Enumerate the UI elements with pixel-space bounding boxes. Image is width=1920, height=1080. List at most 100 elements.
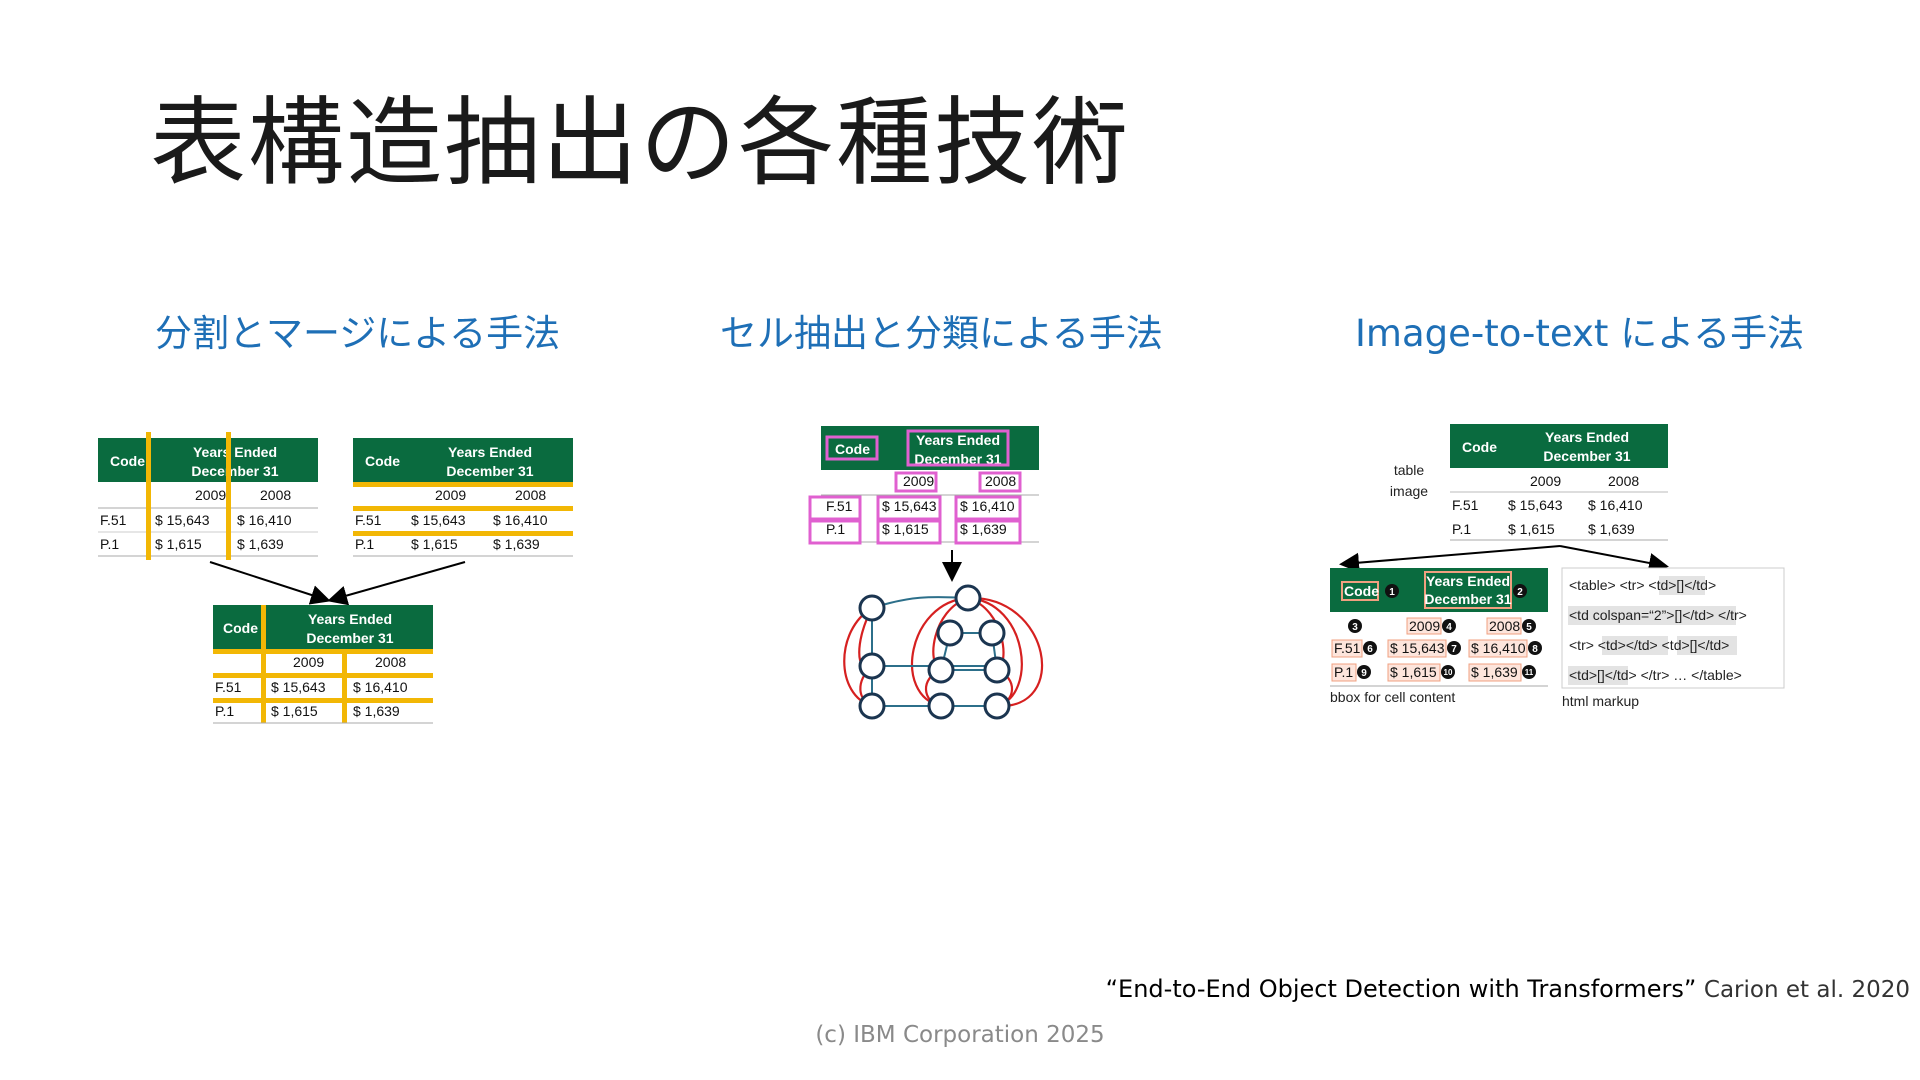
bbox-table: Code Years Ended December 31 2009 2008 F… bbox=[1330, 568, 1548, 705]
svg-text:7: 7 bbox=[1451, 644, 1457, 655]
citation-paper: “End-to-End Object Detection with Transf… bbox=[1105, 975, 1697, 1003]
svg-text:2009: 2009 bbox=[293, 654, 324, 670]
detected-cells-table: Code Years Ended December 31 2009 2008 F… bbox=[808, 426, 1039, 545]
svg-text:$ 1,639: $ 1,639 bbox=[237, 536, 284, 552]
split-table-columns: Code Years Ended December 31 2009 2008 F… bbox=[98, 432, 318, 560]
section-title-split-merge: 分割とマージによる手法 bbox=[155, 312, 561, 355]
svg-text:F.51: F.51 bbox=[826, 498, 853, 514]
svg-text:Years Ended: Years Ended bbox=[193, 444, 277, 460]
svg-text:$ 1,615: $ 1,615 bbox=[155, 536, 202, 552]
svg-text:$ 15,643: $ 15,643 bbox=[271, 679, 326, 695]
section-title-image-to-text: Image-to-text による手法 bbox=[1355, 312, 1805, 355]
svg-text:$ 16,410: $ 16,410 bbox=[237, 512, 292, 528]
svg-text:$ 16,410: $ 16,410 bbox=[353, 679, 408, 695]
svg-text:<td colspan=“2”>[]</td> </tr>: <td colspan=“2”>[]</td> </tr> bbox=[1569, 607, 1747, 623]
input-table-image: table image Code Years Ended December 31… bbox=[1390, 424, 1668, 541]
svg-text:6: 6 bbox=[1367, 644, 1373, 655]
svg-text:5: 5 bbox=[1526, 622, 1532, 633]
svg-text:Code: Code bbox=[1462, 439, 1497, 455]
svg-text:11: 11 bbox=[1525, 668, 1534, 677]
svg-text:10: 10 bbox=[1444, 668, 1453, 677]
svg-text:P.1: P.1 bbox=[826, 521, 845, 537]
svg-text:Years Ended: Years Ended bbox=[1426, 573, 1510, 589]
svg-text:<table> <tr> <td>[]</td>: <table> <tr> <td>[]</td> bbox=[1569, 577, 1716, 593]
svg-text:Code: Code bbox=[223, 620, 258, 636]
svg-text:2008: 2008 bbox=[1608, 473, 1639, 489]
svg-text:2009: 2009 bbox=[1409, 618, 1440, 634]
svg-text:F.51: F.51 bbox=[215, 679, 242, 695]
svg-text:P.1: P.1 bbox=[215, 703, 234, 719]
svg-text:F.51: F.51 bbox=[355, 512, 382, 528]
svg-text:P.1: P.1 bbox=[1452, 521, 1471, 537]
svg-text:$ 1,639: $ 1,639 bbox=[493, 536, 540, 552]
svg-text:table: table bbox=[1394, 462, 1425, 478]
svg-text:$ 1,639: $ 1,639 bbox=[1471, 664, 1518, 680]
svg-text:F.51: F.51 bbox=[1452, 497, 1479, 513]
svg-text:bbox for cell content: bbox for cell content bbox=[1330, 689, 1455, 705]
svg-text:2: 2 bbox=[1517, 587, 1523, 598]
svg-text:2009: 2009 bbox=[903, 473, 934, 489]
cell-graph bbox=[843, 584, 1044, 720]
svg-text:$ 1,639: $ 1,639 bbox=[960, 521, 1007, 537]
citation: “End-to-End Object Detection with Transf… bbox=[1106, 975, 1910, 1003]
svg-text:$ 1,615: $ 1,615 bbox=[271, 703, 318, 719]
svg-text:$ 16,410: $ 16,410 bbox=[1471, 640, 1526, 656]
split-merge-figure: Code Years Ended December 31 2009 2008 F… bbox=[95, 430, 595, 740]
cell-detection-figure: Code Years Ended December 31 2009 2008 F… bbox=[800, 420, 1060, 730]
svg-text:$ 16,410: $ 16,410 bbox=[1588, 497, 1643, 513]
svg-text:Code: Code bbox=[835, 441, 870, 457]
svg-text:html markup: html markup bbox=[1562, 693, 1639, 709]
merged-table: Code Years Ended December 31 2009 2008 F… bbox=[213, 605, 433, 724]
svg-text:$ 1,615: $ 1,615 bbox=[411, 536, 458, 552]
svg-text:December 31: December 31 bbox=[914, 451, 1001, 467]
svg-text:2008: 2008 bbox=[515, 487, 546, 503]
svg-text:December 31: December 31 bbox=[446, 463, 533, 479]
svg-text:$ 15,643: $ 15,643 bbox=[155, 512, 210, 528]
svg-text:December 31: December 31 bbox=[1424, 591, 1511, 607]
svg-text:P.1: P.1 bbox=[1334, 664, 1353, 680]
svg-text:$ 1,615: $ 1,615 bbox=[882, 521, 929, 537]
svg-text:8: 8 bbox=[1532, 644, 1538, 655]
svg-text:2008: 2008 bbox=[260, 487, 291, 503]
svg-text:$ 1,639: $ 1,639 bbox=[353, 703, 400, 719]
split-table-rows: Code Years Ended December 31 2009 2008 F… bbox=[353, 438, 573, 557]
svg-text:$ 16,410: $ 16,410 bbox=[493, 512, 548, 528]
svg-text:9: 9 bbox=[1361, 668, 1367, 679]
svg-text:Code: Code bbox=[1344, 583, 1379, 599]
svg-text:2008: 2008 bbox=[1489, 618, 1520, 634]
svg-text:2009: 2009 bbox=[1530, 473, 1561, 489]
svg-text:1: 1 bbox=[1389, 587, 1395, 598]
svg-text:Years Ended: Years Ended bbox=[448, 444, 532, 460]
svg-text:Years Ended: Years Ended bbox=[308, 611, 392, 627]
svg-text:2008: 2008 bbox=[985, 473, 1016, 489]
svg-text:2008: 2008 bbox=[375, 654, 406, 670]
svg-text:P.1: P.1 bbox=[355, 536, 374, 552]
image-to-text-figure: table image Code Years Ended December 31… bbox=[1325, 420, 1795, 720]
svg-text:$ 15,643: $ 15,643 bbox=[411, 512, 466, 528]
svg-text:Years Ended: Years Ended bbox=[1545, 429, 1629, 445]
svg-text:$ 15,643: $ 15,643 bbox=[1508, 497, 1563, 513]
svg-text:$ 1,639: $ 1,639 bbox=[1588, 521, 1635, 537]
svg-text:F.51: F.51 bbox=[1334, 640, 1361, 656]
svg-text:P.1: P.1 bbox=[100, 536, 119, 552]
html-markup-panel: <table> <tr> <td>[]</td> <td colspan=“2”… bbox=[1561, 567, 1785, 709]
svg-text:December 31: December 31 bbox=[1543, 448, 1630, 464]
svg-text:Code: Code bbox=[110, 453, 145, 469]
svg-text:2009: 2009 bbox=[435, 487, 466, 503]
svg-text:$ 1,615: $ 1,615 bbox=[1508, 521, 1555, 537]
svg-text:<tr> <td></td> <td>[]</td>: <tr> <td></td> <td>[]</td> bbox=[1569, 637, 1729, 653]
svg-text:3: 3 bbox=[1352, 622, 1358, 633]
citation-authors: Carion et al. 2020 bbox=[1703, 977, 1910, 1003]
svg-text:image: image bbox=[1390, 483, 1428, 499]
svg-text:Code: Code bbox=[365, 453, 400, 469]
section-title-cell-detection: セル抽出と分類による手法 bbox=[720, 312, 1163, 355]
svg-text:December 31: December 31 bbox=[191, 463, 278, 479]
svg-text:$ 1,615: $ 1,615 bbox=[1390, 664, 1437, 680]
svg-text:2009: 2009 bbox=[195, 487, 226, 503]
footer-copyright: (c) IBM Corporation 2025 bbox=[815, 1022, 1105, 1048]
svg-text:$ 15,643: $ 15,643 bbox=[882, 498, 937, 514]
svg-text:$ 16,410: $ 16,410 bbox=[960, 498, 1015, 514]
svg-text:December 31: December 31 bbox=[306, 630, 393, 646]
slide-title: 表構造抽出の各種技術 bbox=[150, 87, 1130, 199]
svg-text:Years Ended: Years Ended bbox=[916, 432, 1000, 448]
